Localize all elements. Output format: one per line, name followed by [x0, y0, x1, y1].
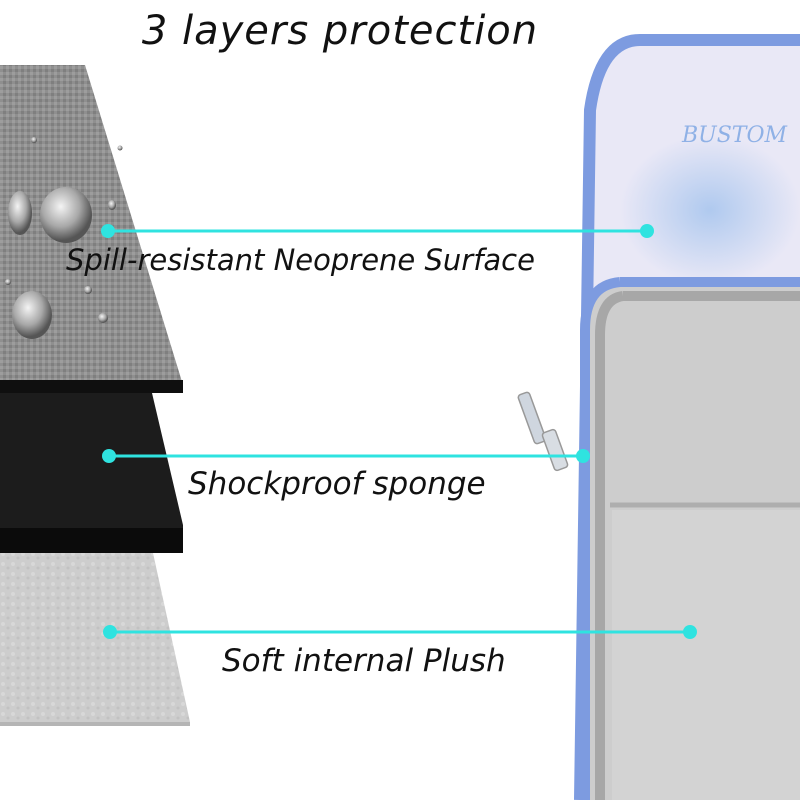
callout-sponge — [102, 449, 590, 463]
layer-label-neoprene: Spill-resistant Neoprene Surface — [66, 243, 535, 277]
laptop-sleeve: BUSTOM — [517, 34, 800, 800]
zipper-pull — [517, 391, 569, 472]
layer-label-sponge: Shockproof sponge — [188, 466, 486, 502]
water-droplets — [5, 137, 123, 339]
layer-label-plush: Soft internal Plush — [222, 643, 506, 679]
callout-plush — [103, 625, 697, 639]
neoprene-layer — [0, 65, 183, 393]
zipper-trim — [580, 277, 621, 800]
sponge-layer — [0, 393, 183, 553]
brand-logo: BUSTOM — [681, 123, 787, 148]
floral-print — [620, 135, 800, 285]
plush-layer — [0, 553, 190, 726]
callout-neoprene — [101, 224, 654, 238]
page-title: 3 layers protection — [141, 8, 539, 54]
